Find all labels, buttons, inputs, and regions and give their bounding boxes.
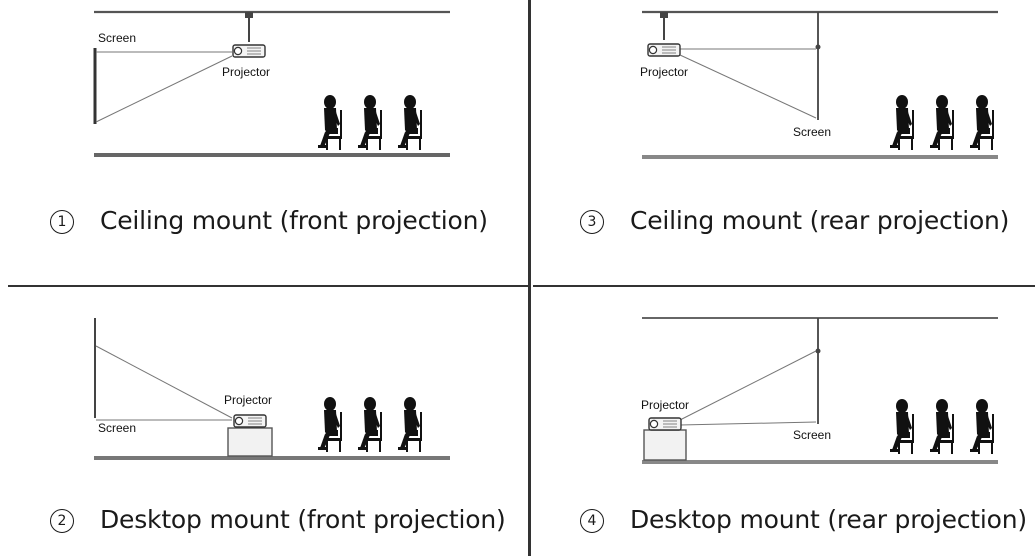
screen-label: Screen (98, 421, 137, 435)
panel-2-drawing (94, 318, 450, 460)
projection-ray-top (679, 350, 817, 421)
projector-label: Projector (224, 393, 273, 407)
screen-label: Screen (98, 31, 137, 45)
panel-2-number: 2 (50, 509, 74, 533)
audience-icon (318, 95, 422, 150)
projector-icon (647, 43, 681, 57)
screen-label: Screen (793, 125, 832, 139)
projection-ray-bottom (95, 55, 233, 123)
panel-4-caption: Desktop mount (rear projection) (630, 505, 1027, 534)
projector-label: Projector (640, 65, 689, 79)
projection-ray-top (95, 345, 233, 419)
horizontal-divider-left (8, 285, 528, 287)
desk-icon (643, 429, 687, 461)
panel-3-drawing (642, 10, 998, 159)
desk-icon (227, 427, 273, 457)
panel-3-number: 3 (580, 210, 604, 234)
projector-icon (233, 414, 267, 428)
projection-ray-bottom (679, 421, 817, 426)
audience-icon (890, 399, 994, 454)
projector-icon (648, 417, 682, 431)
projector-label: Projector (222, 65, 271, 79)
horizontal-divider-right (533, 285, 1035, 287)
panel-1-caption: Ceiling mount (front projection) (100, 206, 488, 235)
vertical-divider (528, 0, 531, 556)
panel-4-drawing (642, 317, 998, 464)
panel-1-number: 1 (50, 210, 74, 234)
panel-1-drawing (93, 10, 450, 157)
projection-ray-bottom (679, 54, 817, 119)
screen-label: Screen (793, 428, 832, 442)
panel-3-caption: Ceiling mount (rear projection) (630, 206, 1010, 235)
audience-icon (890, 95, 994, 150)
panel-4-number: 4 (580, 509, 604, 533)
projector-icon (232, 44, 266, 58)
audience-icon (318, 397, 422, 452)
panel-2-caption: Desktop mount (front projection) (100, 505, 506, 534)
projector-label: Projector (641, 398, 690, 412)
